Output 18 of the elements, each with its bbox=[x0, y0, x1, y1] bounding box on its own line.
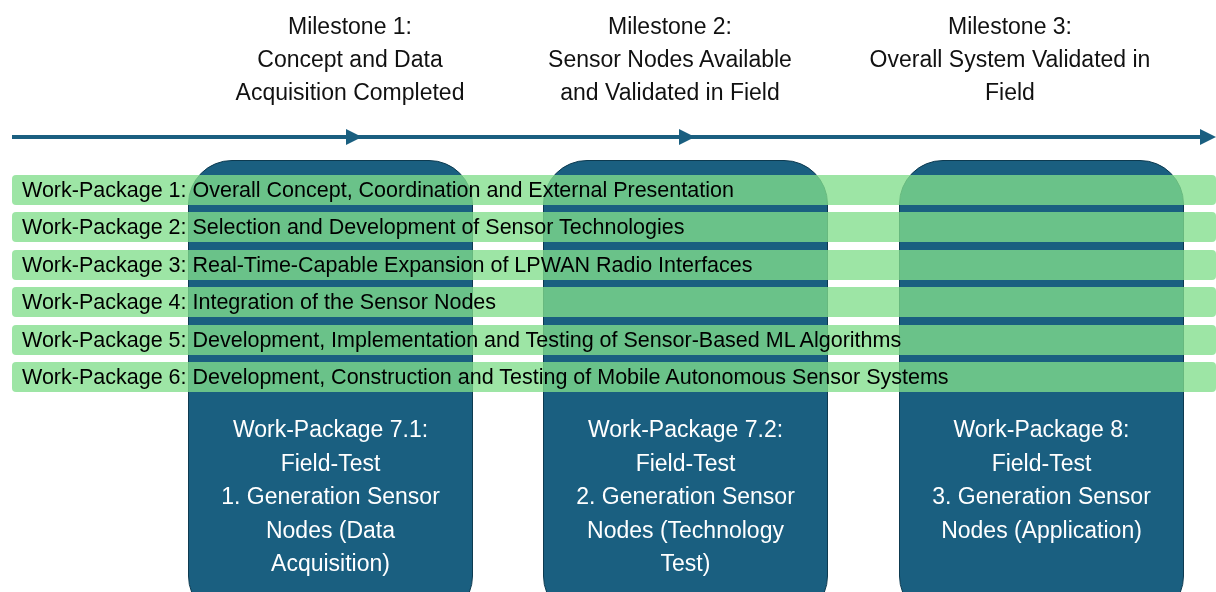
work-package-bar: Work-Package 3: Real-Time-Capable Expansion of LPWAN Radio Interfaces bbox=[12, 250, 1216, 280]
work-package-bar: Work-Package 5: Development, Implementation and Testing of Sensor-Based ML Algorithms bbox=[12, 325, 1216, 355]
milestone-heading: Milestone 3: bbox=[948, 12, 1072, 41]
box-heading: Work-Package 8: Field-Test bbox=[952, 415, 1131, 478]
box-text: 2. Generation Sensor Nodes (Technology Test) bbox=[575, 482, 796, 578]
box-heading: Work-Package 7.2: Field-Test bbox=[586, 415, 785, 478]
milestone-description: Concept and Data Acquisition Completed bbox=[234, 45, 466, 107]
milestone-description: Overall System Validated in Field bbox=[868, 45, 1152, 107]
work-package-bar: Work-Package 4: Integration of the Sensor Nodes bbox=[12, 287, 1216, 317]
box-text: 3. Generation Sensor Nodes (Application) bbox=[931, 482, 1152, 545]
milestone-description: Sensor Nodes Available and Validated in Field bbox=[547, 45, 793, 107]
box-heading: Work-Package 7.1: Field-Test bbox=[231, 415, 430, 478]
box-text: 1. Generation Sensor Nodes (Data Acquisition) bbox=[220, 482, 441, 578]
work-package-bar: Work-Package 1: Overall Concept, Coordination and External Presentation bbox=[12, 175, 1216, 205]
milestone-heading: Milestone 2: bbox=[608, 12, 732, 41]
work-package-bar: Work-Package 6: Development, Construction and Testing of Mobile Autonomous Sensor Systems bbox=[12, 362, 1216, 392]
milestone-heading: Milestone 1: bbox=[288, 12, 412, 41]
work-package-bar: Work-Package 2: Selection and Development of Sensor Technologies bbox=[12, 212, 1216, 242]
